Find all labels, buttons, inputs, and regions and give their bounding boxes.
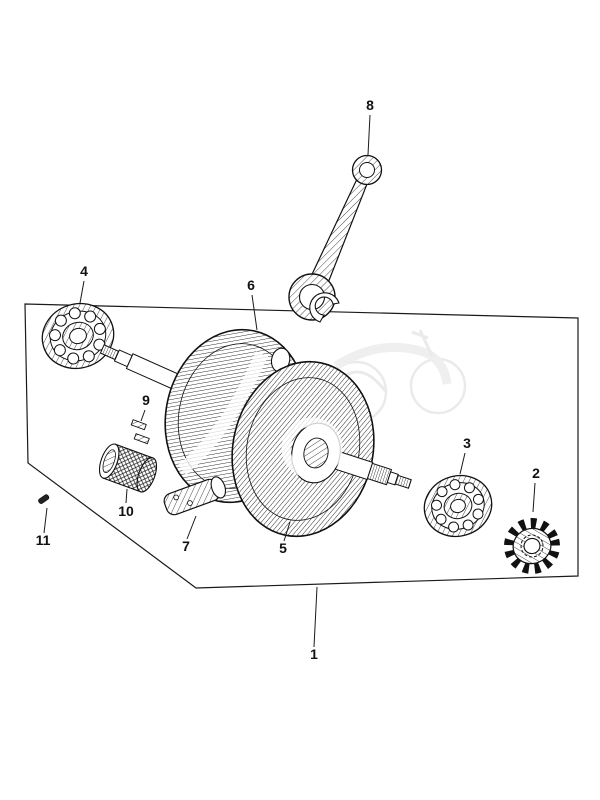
part-label-9: 9	[142, 392, 150, 408]
leader-line-3	[459, 452, 466, 475]
rod-beam	[310, 178, 369, 283]
part-label-3: 3	[463, 435, 471, 451]
boundary-outline	[24, 303, 579, 589]
key-lower	[133, 433, 150, 445]
part-2-sprocket	[504, 518, 560, 574]
leader-line-1	[313, 586, 318, 648]
rod-bearing-shell	[309, 292, 340, 323]
shaft-threaded-tip	[394, 474, 412, 489]
leader-line-4	[79, 280, 85, 304]
part-3-ball-bearing	[423, 474, 493, 538]
watermark-body	[333, 342, 452, 385]
sprocket-spline-ring	[520, 534, 544, 558]
watermark-swirl-left	[177, 351, 268, 476]
part-label-2: 2	[532, 465, 540, 481]
bearing-balls	[49, 307, 106, 365]
watermark-swirl-right	[281, 417, 343, 479]
leader-line-6	[251, 294, 258, 331]
part-label-7: 7	[182, 538, 190, 554]
leader-line-10	[125, 488, 128, 504]
part-4-ball-bearing	[41, 302, 115, 370]
leader-line-11	[43, 507, 48, 534]
watermark-handlebar	[411, 329, 434, 357]
part-label-4: 4	[80, 263, 88, 279]
part-labels: 4 6 8 9 10 7 5 3 2 11 1	[36, 97, 541, 662]
sprocket-teeth	[504, 518, 560, 574]
part-label-1: 1	[310, 646, 318, 662]
watermark-swirls	[177, 351, 343, 479]
part-11-pin	[38, 494, 50, 504]
part-9-keys	[130, 419, 150, 445]
bearing-balls	[431, 479, 484, 533]
leader-lines	[43, 114, 536, 648]
leader-line-5	[283, 521, 291, 542]
key-upper	[130, 419, 147, 431]
rod-small-end-bore	[359, 162, 375, 178]
pin-end-face	[210, 476, 227, 499]
leader-line-9	[140, 409, 146, 422]
leader-line-2	[532, 482, 536, 513]
cage-far-end	[136, 457, 158, 493]
cage-bore	[102, 449, 116, 473]
pin-oil-hole	[173, 494, 179, 501]
flywheel-hub-bore	[303, 437, 329, 469]
bearing-bore	[69, 327, 87, 345]
part-label-8: 8	[366, 97, 374, 113]
pin-oil-hole-2	[187, 500, 193, 506]
bearing-bore	[450, 498, 466, 514]
leader-line-8	[367, 114, 371, 156]
part-label-6: 6	[247, 277, 255, 293]
part-8-connecting-rod	[288, 154, 383, 323]
part-7-crank-pin	[163, 476, 227, 516]
pin-body	[38, 494, 50, 504]
sprocket-bore	[523, 537, 541, 555]
part-label-10: 10	[118, 503, 134, 519]
leader-line-7	[186, 515, 197, 540]
part-label-5: 5	[279, 540, 287, 556]
part-label-11: 11	[36, 532, 51, 548]
part-10-needle-cage	[98, 443, 158, 493]
